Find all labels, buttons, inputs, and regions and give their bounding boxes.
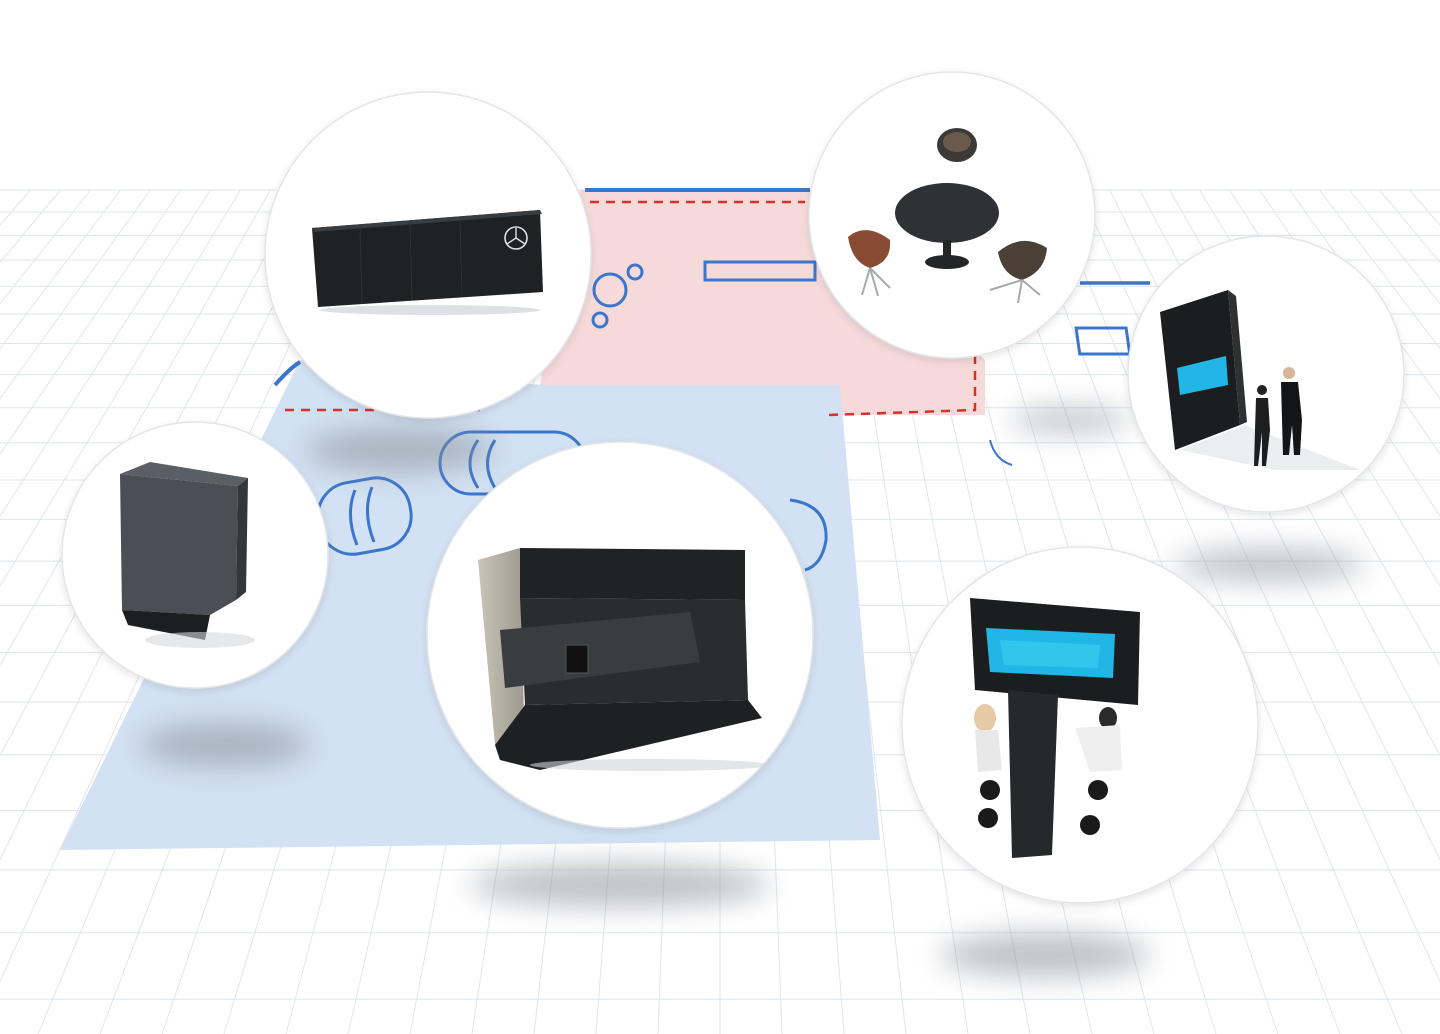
wall-arc <box>273 360 302 387</box>
grid-line <box>0 189 151 400</box>
stool-outline <box>592 272 628 308</box>
grid-line <box>0 189 31 226</box>
car-outline <box>789 498 828 572</box>
side-table-outline <box>1074 326 1132 356</box>
bubble-vertical-screen-presentation[interactable] <box>1127 235 1405 513</box>
vertical-display-with-people-icon <box>1160 290 1360 470</box>
grid-line <box>0 189 271 667</box>
kiosk-icon <box>120 462 255 648</box>
bubble-branded-wall-display[interactable] <box>264 91 592 419</box>
pink-zone <box>540 190 985 415</box>
bubble-media-bar-meeting[interactable] <box>901 546 1259 904</box>
grid-line <box>1049 189 1403 1034</box>
bubble-shadows <box>140 408 1365 977</box>
door-arc <box>989 439 1013 466</box>
bubble-lounge-table-chairs[interactable] <box>808 71 1096 359</box>
grid-line <box>1319 189 1440 350</box>
bench-outline <box>703 260 817 282</box>
grid-line <box>0 189 211 518</box>
dashed-boundary-right <box>827 355 977 417</box>
grid-line <box>0 189 181 456</box>
grid-line <box>0 189 241 587</box>
stool-outline <box>591 311 609 329</box>
counter-icon <box>478 548 770 771</box>
stool-outline <box>626 263 644 281</box>
grid-line <box>0 189 1 192</box>
bubble-kiosk-pillar[interactable] <box>61 421 329 689</box>
branded-led-wall-icon <box>312 210 543 315</box>
grid-line <box>0 189 121 350</box>
media-bar-table-icon <box>970 598 1140 858</box>
table-and-chairs-icon <box>848 128 1047 304</box>
grid-line <box>1409 189 1440 226</box>
bubble-reception-counter[interactable] <box>426 441 814 829</box>
